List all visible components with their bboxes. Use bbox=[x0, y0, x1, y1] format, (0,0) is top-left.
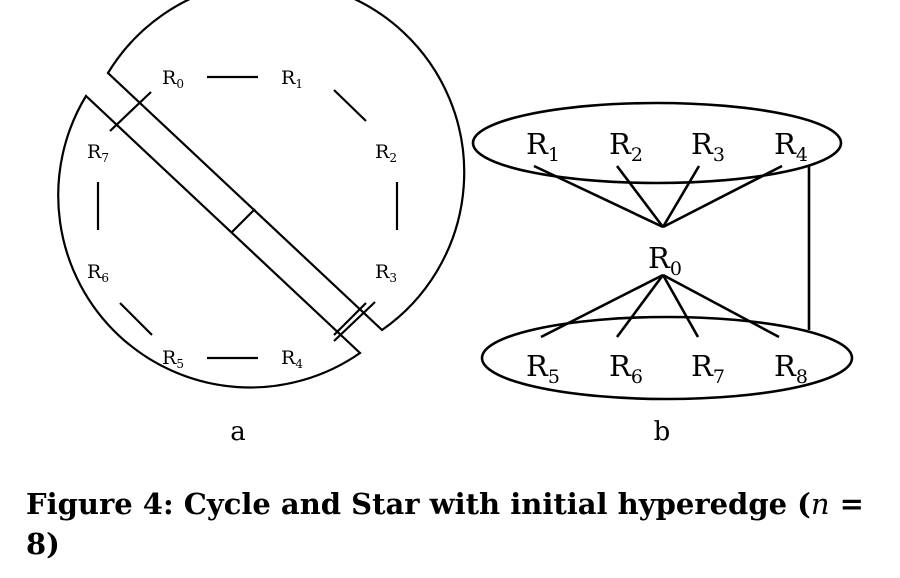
hyperedge-bottom bbox=[480, 315, 854, 401]
cycle-node-2-subscript: 2 bbox=[389, 151, 397, 165]
figure-caption: Figure 4: Cycle and Star with initial hy… bbox=[26, 484, 886, 564]
cycle-edge-3-4 bbox=[333, 302, 367, 336]
star-edge-0-4 bbox=[662, 164, 783, 229]
hyperedge-top bbox=[471, 101, 843, 185]
cycle-node-2: R2 bbox=[375, 141, 397, 165]
star-center-node: R0 bbox=[648, 241, 682, 280]
caption-variable: n bbox=[810, 487, 830, 521]
star-edge-0-6 bbox=[615, 274, 665, 338]
star-edge-0-7 bbox=[661, 274, 700, 338]
cycle-node-7: R7 bbox=[87, 141, 109, 165]
panel-a bbox=[57, 0, 466, 389]
cycle-node-3-subscript: 3 bbox=[389, 271, 397, 285]
cycle-node-4: R4 bbox=[281, 347, 303, 371]
panel-label-a: a bbox=[230, 417, 246, 447]
star-top-node-3-subscript: 3 bbox=[713, 144, 725, 166]
hyperedge-cycle-upper bbox=[106, 0, 466, 332]
cycle-node-6-subscript: 6 bbox=[101, 271, 109, 285]
star-bottom-node-8: R8 bbox=[774, 349, 808, 388]
caption-tail: = 8) bbox=[26, 487, 864, 561]
star-bottom-node-6-subscript: 6 bbox=[631, 366, 643, 388]
cycle-edge-5-6 bbox=[119, 302, 153, 336]
star-top-node-2-subscript: 2 bbox=[631, 144, 643, 166]
star-bottom-node-7: R7 bbox=[691, 349, 725, 388]
cycle-node-6: R6 bbox=[87, 261, 109, 285]
cycle-node-4-subscript: 4 bbox=[295, 357, 303, 371]
cycle-node-1-subscript: 1 bbox=[295, 77, 303, 91]
star-bottom-node-7-subscript: 7 bbox=[713, 366, 725, 388]
star-edges bbox=[533, 164, 783, 339]
star-bottom-node-8-subscript: 8 bbox=[796, 366, 808, 388]
strip-tick-r7 bbox=[109, 91, 152, 132]
panel-label-b: b bbox=[654, 417, 671, 447]
star-top-node-1: R1 bbox=[526, 127, 560, 166]
star-edge-0-3 bbox=[661, 165, 701, 228]
cycle-node-0-subscript: 0 bbox=[176, 77, 184, 91]
star-bottom-node-5: R5 bbox=[526, 349, 560, 388]
star-top-node-1-subscript: 1 bbox=[548, 144, 560, 166]
cycle-node-3: R3 bbox=[375, 261, 397, 285]
hyperedge-cycle-lower bbox=[57, 94, 362, 389]
star-top-node-4: R4 bbox=[774, 127, 808, 166]
cycle-edge-1-2 bbox=[333, 89, 367, 122]
strip-tick-r3 bbox=[333, 301, 376, 342]
cycle-node-0: R0 bbox=[162, 67, 184, 91]
star-center-node-subscript: 0 bbox=[670, 258, 682, 280]
star-top-node-4-subscript: 4 bbox=[796, 144, 808, 166]
star-top-node-2: R2 bbox=[609, 127, 643, 166]
panel-b bbox=[471, 101, 854, 401]
cycle-edges bbox=[96, 75, 399, 360]
star-edge-0-2 bbox=[615, 165, 665, 228]
star-edge-0-5 bbox=[540, 273, 664, 339]
cycle-node-7-subscript: 7 bbox=[101, 151, 109, 165]
star-edge-0-8 bbox=[662, 273, 780, 339]
star-bottom-node-5-subscript: 5 bbox=[548, 366, 560, 388]
caption-text: Figure 4: Cycle and Star with initial hy… bbox=[26, 487, 811, 521]
star-edge-0-1 bbox=[533, 164, 664, 229]
cycle-node-5-subscript: 5 bbox=[176, 357, 184, 371]
star-top-node-3: R3 bbox=[691, 127, 725, 166]
cycle-node-1: R1 bbox=[281, 67, 303, 91]
star-bottom-node-6: R6 bbox=[609, 349, 643, 388]
strip-divider bbox=[231, 208, 256, 233]
cycle-node-5: R5 bbox=[162, 347, 184, 371]
